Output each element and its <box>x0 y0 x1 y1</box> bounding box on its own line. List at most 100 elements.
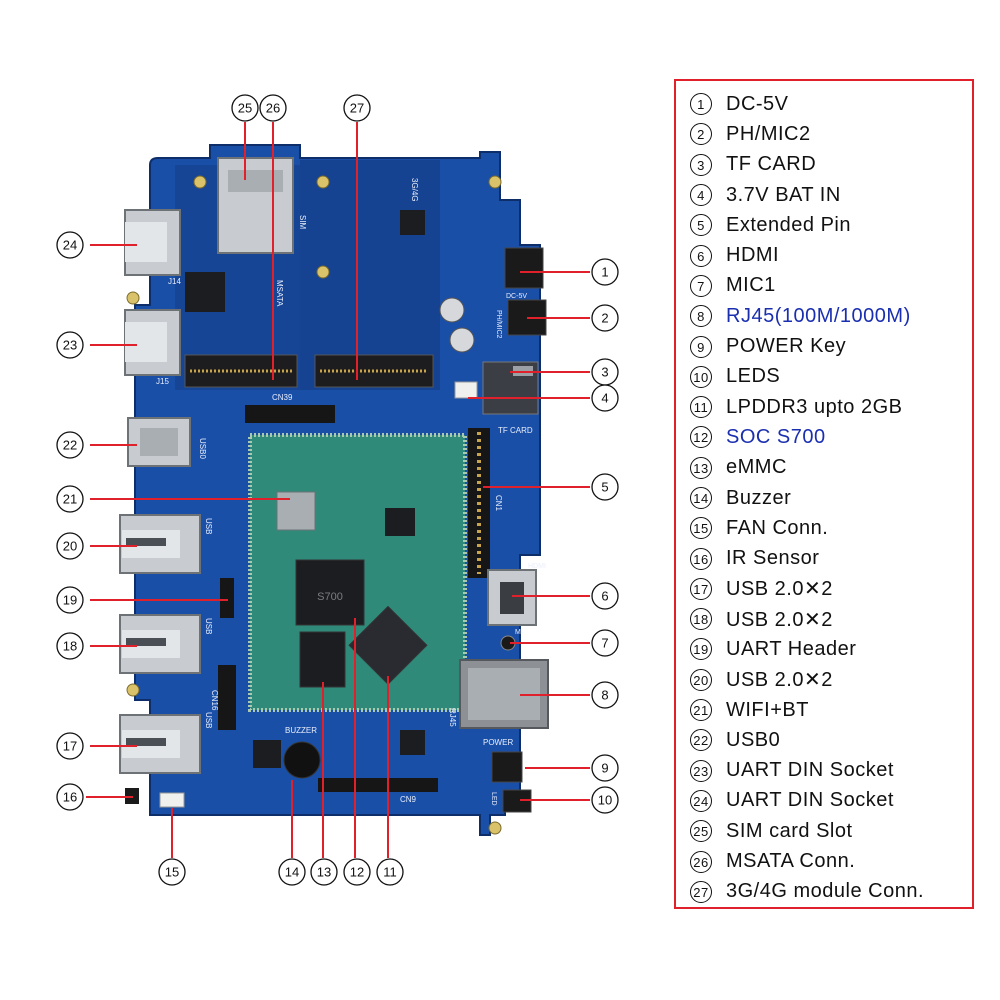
lpddr3-chip <box>348 605 428 685</box>
legend-item: 13 eMMC <box>690 453 972 483</box>
legend-label: 3.7V BAT IN <box>726 183 841 206</box>
svg-text:14: 14 <box>285 865 299 880</box>
buzzer: BUZZER <box>283 726 321 779</box>
legend-label: DC-5V <box>726 92 789 115</box>
svg-text:18: 18 <box>63 639 77 654</box>
silk-3g4g: 3G/4G <box>410 178 419 202</box>
legend-item: 15 FAN Conn. <box>690 513 972 543</box>
callout-14: 14 <box>278 858 306 886</box>
legend-label: SIM card Slot <box>726 819 853 842</box>
silk-usb-b: USB <box>204 618 213 634</box>
svg-text:19: 19 <box>63 593 77 608</box>
legend-label: SOC S700 <box>726 425 826 448</box>
hdmi-port: HDMI <box>487 563 546 626</box>
svg-text:23: 23 <box>63 338 77 353</box>
legend-number: 9 <box>690 335 712 358</box>
legend-label: MSATA Conn. <box>726 850 856 873</box>
callout-9: 9 <box>591 754 619 782</box>
callout-17: 17 <box>56 732 84 760</box>
legend-label: Extended Pin <box>726 213 851 236</box>
callout-5: 5 <box>591 473 619 501</box>
svg-text:27: 27 <box>350 101 364 116</box>
legend-number: 18 <box>690 608 712 631</box>
svg-text:17: 17 <box>63 739 77 754</box>
svg-text:5: 5 <box>601 480 608 495</box>
silk-led: LED <box>490 792 497 806</box>
legend-number: 11 <box>690 396 712 419</box>
callout-23: 23 <box>56 331 84 359</box>
sim-card-slot: SIM <box>217 157 307 254</box>
callout-7: 7 <box>591 629 619 657</box>
3g4g-connector: 3G/4G <box>314 178 434 388</box>
legend-label: USB0 <box>726 728 781 751</box>
legend-label: eMMC <box>726 456 787 479</box>
legend-number: 2 <box>690 123 712 146</box>
svg-text:10: 10 <box>598 793 612 808</box>
uart-din-socket-23: J15 <box>124 309 181 386</box>
legend-label: UART DIN Socket <box>726 789 894 812</box>
svg-text:9: 9 <box>601 761 608 776</box>
mic1: MI <box>500 629 523 651</box>
svg-text:4: 4 <box>601 391 608 406</box>
fan-connector <box>159 792 185 808</box>
legend-number: 23 <box>690 759 712 782</box>
legend-label: RJ45(100M/1000M) <box>726 304 911 327</box>
legend-number: 20 <box>690 668 712 691</box>
legend-label: USB 2.0✕2 <box>726 578 833 601</box>
legend-label: IR Sensor <box>726 547 820 570</box>
legend-number: 15 <box>690 517 712 540</box>
svg-text:2: 2 <box>601 311 608 326</box>
callout-19: 19 <box>56 586 84 614</box>
callout-26: 26 <box>259 94 287 122</box>
emmc-chip <box>299 631 346 688</box>
svg-text:20: 20 <box>63 539 77 554</box>
callout-8: 8 <box>591 681 619 709</box>
silk-usb0: USB0 <box>198 438 207 459</box>
legend-label: UART Header <box>726 637 857 660</box>
wifi-bt-module <box>276 491 316 531</box>
callout-markers: 1 2 3 4 5 6 7 8 9 10 11 12 13 14 15 16 1… <box>56 94 619 886</box>
silk-j14: J14 <box>168 277 181 286</box>
callout-11: 11 <box>376 858 404 886</box>
legend-number: 13 <box>690 456 712 479</box>
legend-label: TF CARD <box>726 153 817 176</box>
silk-usb-c: USB <box>204 712 213 728</box>
callout-1: 1 <box>591 258 619 286</box>
svg-text:12: 12 <box>350 865 364 880</box>
svg-text:6: 6 <box>601 589 608 604</box>
usb-port-stack-18: USB <box>119 614 213 674</box>
callout-3: 3 <box>591 358 619 386</box>
silk-j15: J15 <box>156 377 169 386</box>
legend-number: 7 <box>690 274 712 297</box>
legend-number: 6 <box>690 244 712 267</box>
legend-label: WIFI+BT <box>726 698 809 721</box>
legend-number: 4 <box>690 184 712 207</box>
legend-item: 4 3.7V BAT IN <box>690 180 972 210</box>
silk-soc: S700 <box>317 591 343 603</box>
legend-number: 21 <box>690 699 712 722</box>
silk-tfcard: TF CARD <box>498 426 533 435</box>
uart-din-socket-24: J14 <box>124 209 181 286</box>
silk-dc5v: DC-5V <box>506 293 527 300</box>
extended-pin-header: CN1 <box>468 428 503 578</box>
legend-label: FAN Conn. <box>726 516 829 539</box>
svg-text:26: 26 <box>266 101 280 116</box>
silk-cn1: CN1 <box>494 495 503 512</box>
silk-buzzer: BUZZER <box>285 726 317 735</box>
legend-label: UART DIN Socket <box>726 759 894 782</box>
callout-21: 21 <box>56 485 84 513</box>
